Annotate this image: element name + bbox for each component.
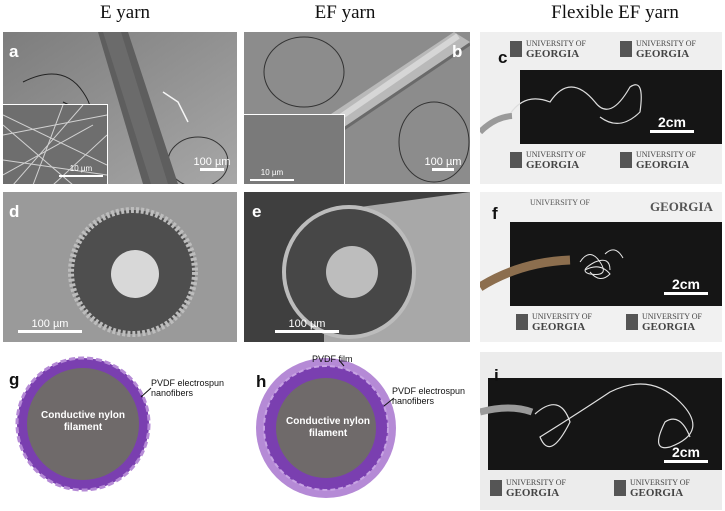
logo-line1: UNIVERSITY OF [630, 478, 690, 487]
logo-line2: GEORGIA [506, 487, 560, 499]
panel-h-schematic: h PVDF film Conductive nylon filament PV… [244, 352, 470, 510]
scale-bar-e: 100 µm [274, 318, 340, 333]
schematic-h [256, 358, 396, 498]
logo-row-bottom-f: UNIVERSITY OF GEORGIA UNIVERSITY OF GEOR… [516, 310, 722, 340]
yarn-drawing-f [480, 249, 624, 291]
logo-row-bottom: UNIVERSITY OF GEORGIA UNIVERSITY OF GEOR… [510, 148, 720, 178]
logo-line1: UNIVERSITY OF [532, 312, 592, 321]
core-label-g: Conductive nylon filament [41, 410, 125, 433]
logo-row-top: UNIVERSITY OF GEORGIA UNIVERSITY OF GEOR… [510, 37, 720, 65]
inset-b-surface: 10 µm [244, 114, 345, 184]
column-title-flexible: Flexible EF yarn [551, 2, 679, 23]
inset-b-scale: 10 µm [249, 167, 295, 181]
logo-line2: GEORGIA [526, 48, 580, 60]
panel-letter-c: c [498, 48, 508, 67]
logo-line2: GEORGIA [650, 199, 713, 214]
panel-d-sem-cross-section: d 100 µm [3, 192, 237, 342]
inset-a-nanofibers: 10 µm [3, 104, 108, 184]
logo-line1: UNIVERSITY OF [506, 478, 566, 487]
panel-letter-i: i [494, 366, 499, 385]
core-label-h: Conductive nylon filament [286, 416, 370, 439]
fiber-label-h: PVDF electrospun nanofibers [392, 386, 466, 406]
panel-letter-a: a [9, 42, 19, 61]
panel-letter-d: d [9, 202, 20, 221]
logo-line1: UNIVERSITY OF [526, 150, 586, 159]
panel-a-sem-e-yarn: 10 µm a 100 µm [3, 32, 237, 184]
logo-row-top-f: UNIVERSITY OF GEORGIA [530, 196, 720, 218]
panel-c-photo: UNIVERSITY OF GEORGIA UNIVERSITY OF GEOR… [480, 32, 722, 184]
logo-line2: GEORGIA [630, 487, 684, 499]
schematic-g [15, 356, 152, 492]
scale-bar-d: 100 µm [17, 318, 83, 333]
logo-line2: GEORGIA [526, 159, 580, 171]
fiber-label-g: PVDF electrospun nanofibers [151, 378, 225, 398]
logo-line2: GEORGIA [532, 321, 586, 333]
logo-line2: GEORGIA [636, 48, 690, 60]
column-title-e-yarn: E yarn [99, 2, 151, 23]
panel-b-sem-ef-yarn: 10 µm b 100 µm [244, 32, 470, 184]
scale-bar-a: 100 µm [191, 156, 233, 171]
scale-bar-f: 2cm [664, 276, 708, 295]
panel-g-schematic: g Conductive nylon filament PVDF electro… [3, 352, 237, 510]
logo-line1: UNIVERSITY OF [526, 39, 586, 48]
logo-row-bottom-i: UNIVERSITY OF GEORGIA UNIVERSITY OF GEOR… [490, 476, 720, 506]
panel-letter-h: h [256, 372, 267, 391]
panel-letter-b: b [452, 42, 463, 61]
logo-line1: UNIVERSITY OF [636, 150, 696, 159]
panel-e-sem-cross-section: e 100 µm [244, 192, 470, 342]
inset-a-scale: 10 µm [58, 163, 104, 177]
panel-f-photo: UNIVERSITY OF GEORGIA UNIVERSITY OF GEOR… [480, 192, 722, 342]
panel-letter-f: f [492, 204, 498, 223]
panel-i-photo: UNIVERSITY OF GEORGIA UNIVERSITY OF GEOR… [480, 352, 722, 510]
yarn-drawing-c [480, 84, 642, 135]
logo-line1: UNIVERSITY OF [642, 312, 702, 321]
scale-bar-c: 2cm [650, 114, 694, 133]
scale-bar-i: 2cm [664, 444, 708, 463]
film-label-h: PVDF film [312, 354, 353, 364]
logo-line1: UNIVERSITY OF [530, 198, 590, 207]
yarn-drawing-i [480, 383, 694, 449]
panel-letter-g: g [9, 370, 20, 389]
logo-line2: GEORGIA [636, 159, 690, 171]
sem-image-e [244, 192, 470, 342]
column-title-ef-yarn: EF yarn [314, 2, 376, 23]
sem-image-d [3, 192, 237, 342]
panel-letter-e: e [252, 202, 262, 221]
scale-bar-b: 100 µm [420, 156, 466, 171]
logo-line1: UNIVERSITY OF [636, 39, 696, 48]
logo-line2: GEORGIA [642, 321, 696, 333]
